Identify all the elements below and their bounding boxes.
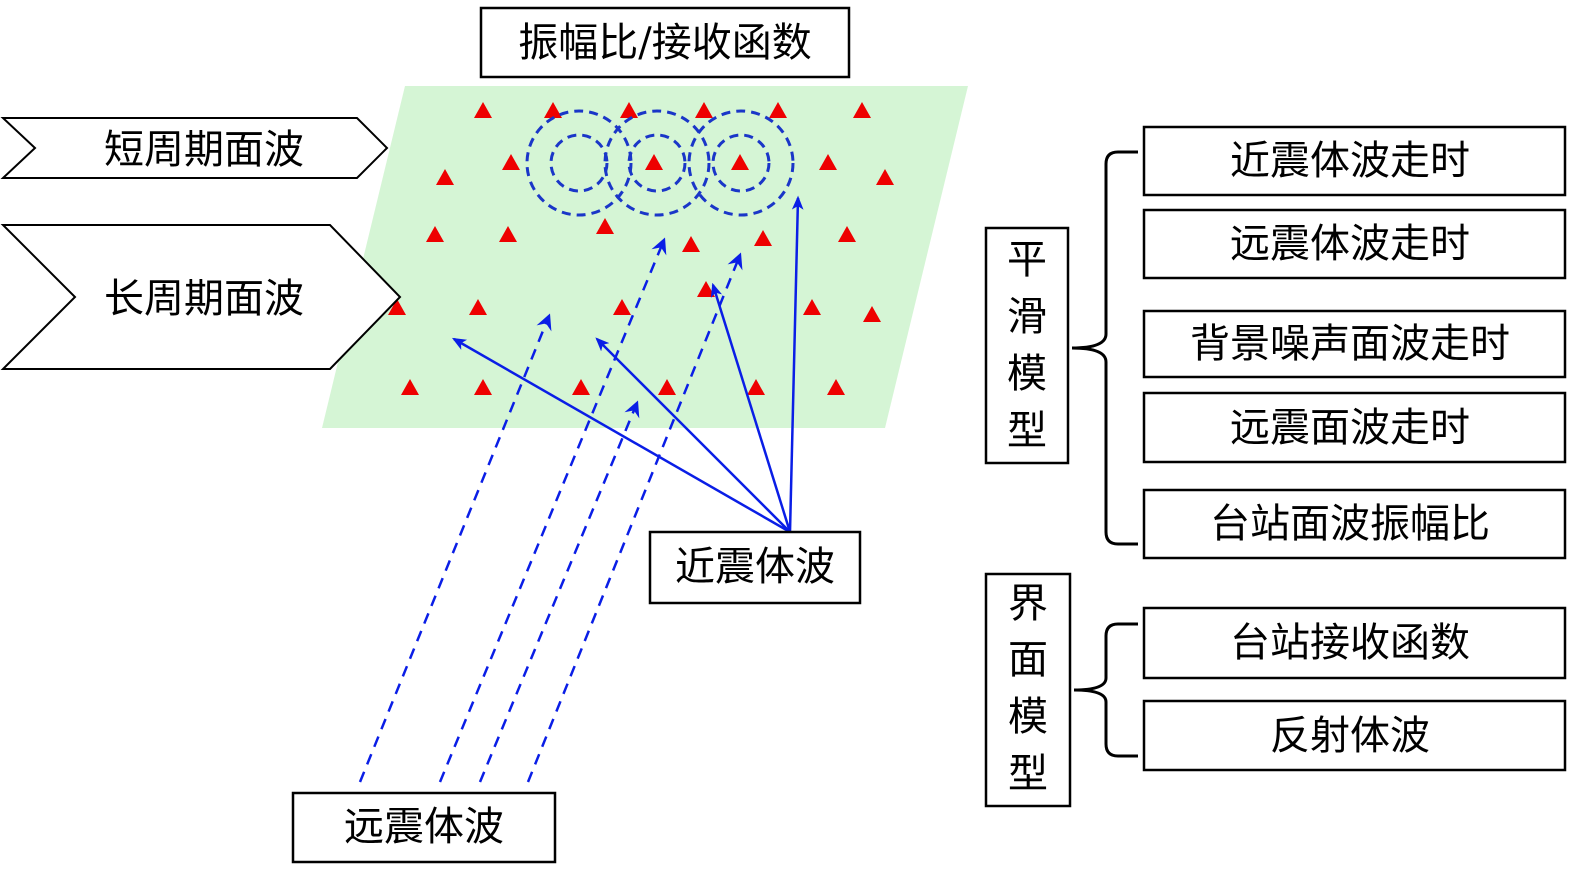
smooth-model-char-4: 型 <box>1007 408 1047 454</box>
station-triangle-icon <box>502 154 520 170</box>
near-body-wave-box: 近震体波 <box>648 530 862 605</box>
near-ray-1 <box>451 337 791 534</box>
far-ray-2 <box>438 237 667 783</box>
chevron-banner-icon <box>0 117 389 179</box>
station-triangle-icon <box>754 230 772 246</box>
short-period-arrow: 短周期面波 <box>0 117 389 179</box>
smooth-model-brace <box>1071 150 1138 546</box>
smooth-item-3: 背景噪声面波走时 <box>1190 321 1510 367</box>
near-ray-4 <box>788 195 804 533</box>
far-body-wave-rays <box>358 237 743 783</box>
wavefront-outer-3 <box>687 109 795 217</box>
station-triangle-icon <box>426 226 444 242</box>
station-triangle-icon <box>803 299 821 315</box>
smooth-item-2: 远震体波走时 <box>1230 221 1470 267</box>
far-ray-1 <box>358 313 552 783</box>
interface-model-brace <box>1073 622 1138 758</box>
title-text: 振幅比/接收函数 <box>518 20 811 66</box>
wavefront-inner-2 <box>627 133 687 193</box>
long-period-label: 长周期面波 <box>104 276 304 322</box>
station-triangle-icon <box>613 299 631 315</box>
interface-item-1-box <box>1142 606 1567 680</box>
smooth-item-5: 台站面波振幅比 <box>1210 501 1490 547</box>
interface-model-char-1: 界 <box>1008 581 1048 627</box>
station-triangle-icon <box>499 226 517 242</box>
near-body-wave-rays <box>451 195 804 534</box>
smooth-model-char-1: 平 <box>1007 237 1047 283</box>
station-triangle-icon <box>544 102 562 118</box>
interface-model-items: 台站接收函数 反射体波 <box>1142 606 1567 772</box>
station-triangle-icon <box>838 226 856 242</box>
station-triangle-icon <box>645 154 663 170</box>
interface-item-1: 台站接收函数 <box>1230 620 1470 666</box>
smooth-item-5-box <box>1142 488 1567 560</box>
station-triangle-icon <box>401 379 419 395</box>
interface-model-box: 界 面 模 型 <box>984 572 1072 808</box>
wavefront-rings <box>525 109 795 217</box>
far-body-wave-text: 远震体波 <box>344 804 504 850</box>
smooth-item-1-box <box>1142 125 1567 197</box>
station-triangle-icon <box>596 218 614 234</box>
interface-model-char-3: 模 <box>1008 694 1048 740</box>
station-triangle-icon <box>863 306 881 322</box>
station-triangle-icon <box>469 299 487 315</box>
station-triangle-icon <box>474 379 492 395</box>
smooth-item-4: 远震面波走时 <box>1230 405 1470 451</box>
station-triangle-icon <box>572 379 590 395</box>
smooth-model-char-2: 滑 <box>1007 294 1047 340</box>
station-markers <box>388 102 894 395</box>
station-triangle-icon <box>658 379 676 395</box>
interface-model-char-4: 型 <box>1008 751 1048 797</box>
interface-model-char-2: 面 <box>1008 637 1048 683</box>
station-triangle-icon <box>819 154 837 170</box>
short-period-label: 短周期面波 <box>104 127 304 173</box>
wavefront-outer-1 <box>525 109 633 217</box>
title-box: 振幅比/接收函数 <box>479 6 851 79</box>
station-triangle-icon <box>853 102 871 118</box>
far-ray-3 <box>478 400 640 783</box>
interface-item-2: 反射体波 <box>1270 713 1430 759</box>
study-area-plane <box>322 86 968 428</box>
long-period-arrow: 长周期面波 <box>0 224 402 370</box>
station-triangle-icon <box>436 169 454 185</box>
station-triangle-icon <box>682 236 700 252</box>
station-triangle-icon <box>695 102 713 118</box>
station-triangle-icon <box>827 379 845 395</box>
smooth-model-char-3: 模 <box>1007 351 1047 397</box>
smooth-item-2-box <box>1142 208 1567 280</box>
station-triangle-icon <box>620 102 638 118</box>
station-triangle-icon <box>747 379 765 395</box>
wavefront-inner-1 <box>549 133 609 193</box>
chevron-banner-icon <box>0 224 402 370</box>
wavefront-inner-3 <box>711 133 771 193</box>
station-triangle-icon <box>388 299 406 315</box>
near-ray-3 <box>710 282 792 533</box>
station-triangle-icon <box>731 154 749 170</box>
station-triangle-icon <box>697 281 715 297</box>
station-triangle-icon <box>474 102 492 118</box>
interface-item-2-box <box>1142 699 1567 772</box>
station-triangle-icon <box>769 102 787 118</box>
smooth-model-box: 平 滑 模 型 <box>984 226 1070 465</box>
near-body-wave-text: 近震体波 <box>675 544 835 590</box>
near-ray-2 <box>595 337 791 533</box>
smooth-item-4-box <box>1142 391 1567 464</box>
smooth-item-3-box <box>1142 309 1567 379</box>
wavefront-outer-2 <box>603 109 711 217</box>
smooth-item-1: 近震体波走时 <box>1230 138 1470 184</box>
far-body-wave-box: 远震体波 <box>291 791 557 864</box>
smooth-model-items: 近震体波走时 远震体波走时 背景噪声面波走时 远震面波走时 台站面波振幅比 <box>1142 125 1567 560</box>
station-triangle-icon <box>876 169 894 185</box>
